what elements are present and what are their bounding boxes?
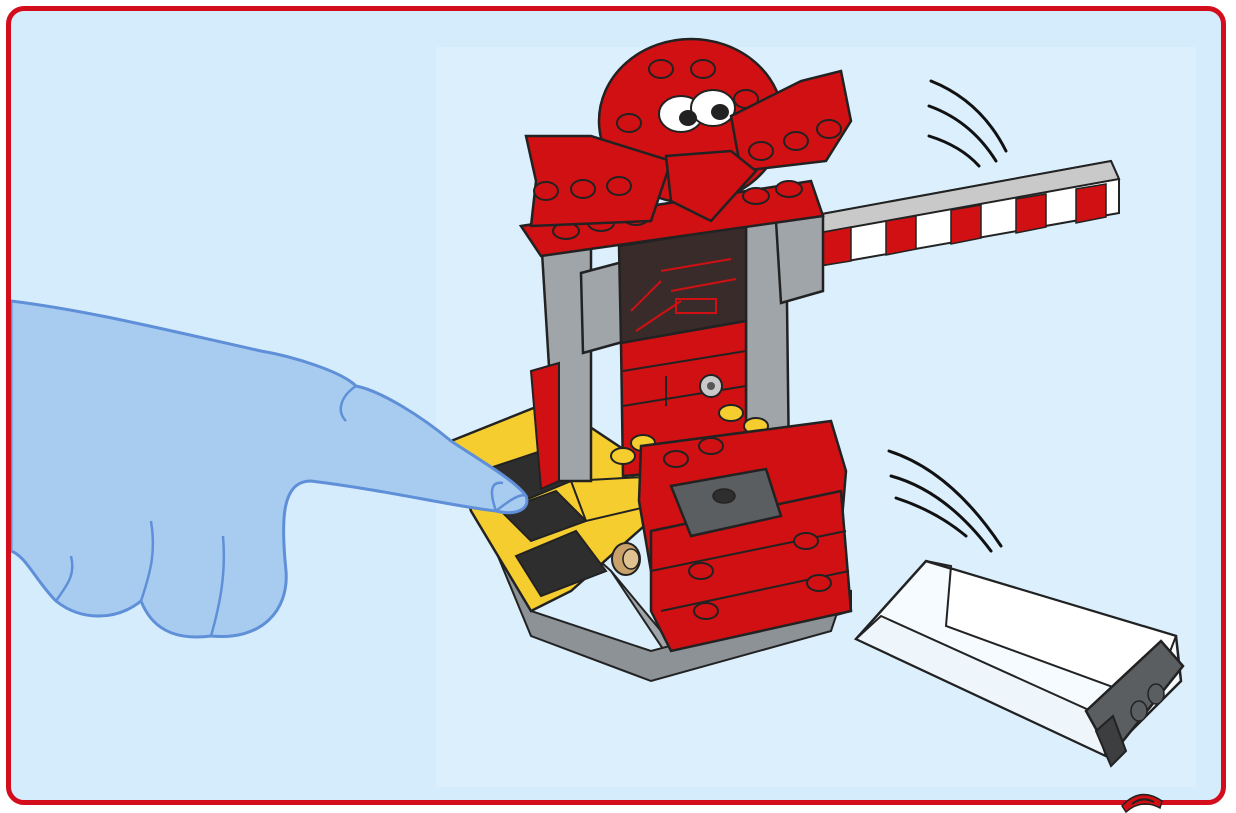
motion-lines [889,81,1006,551]
pointing-hand [11,301,527,637]
ejected-transparent-part [856,561,1183,766]
corner-logo-icon [1112,786,1172,813]
instruction-scene [11,11,1226,805]
barrier-gate-model [451,39,851,681]
red-white-barrier-arm [811,161,1119,266]
tan-pin [612,543,640,575]
illustration-frame [6,6,1226,805]
